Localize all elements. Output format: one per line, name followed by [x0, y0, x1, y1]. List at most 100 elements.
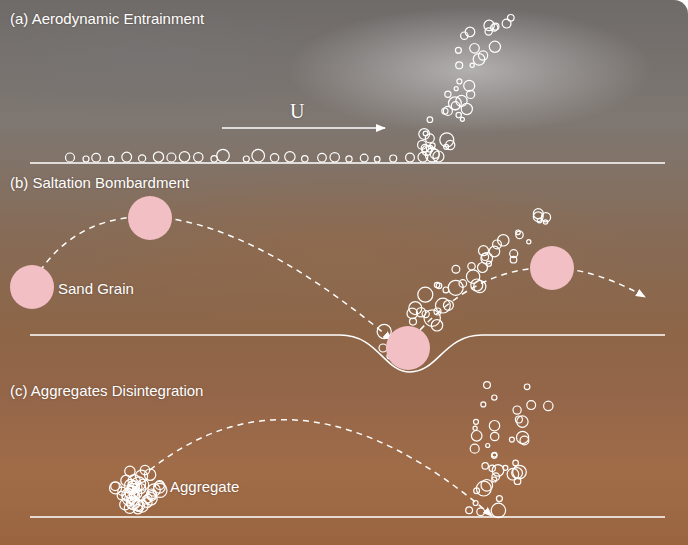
- dust-particle: [544, 401, 553, 410]
- dust-particle: [179, 152, 189, 162]
- aggregate-particle: [117, 492, 125, 500]
- dust-particle: [430, 143, 435, 148]
- dust-particle: [374, 156, 380, 162]
- dust-particle: [478, 263, 488, 273]
- dust-particle: [491, 503, 505, 517]
- dust-particle: [464, 80, 475, 91]
- dust-particle: [456, 112, 461, 117]
- dust-particle: [509, 437, 514, 442]
- dust-particle: [409, 302, 422, 315]
- dust-particle: [474, 419, 479, 424]
- dust-particle: [477, 508, 485, 516]
- dust-particle: [465, 27, 475, 37]
- dust-particle: [302, 156, 308, 162]
- dust-particle: [436, 298, 451, 313]
- dust-particle: [461, 32, 468, 39]
- dust-particle: [481, 402, 486, 407]
- dust-particle: [489, 41, 500, 52]
- dust-particle: [457, 79, 462, 84]
- dust-particle: [527, 401, 536, 410]
- dust-particle: [496, 496, 502, 502]
- dust-particle: [454, 87, 458, 91]
- dust-particle: [421, 144, 429, 152]
- dust-particle: [452, 265, 460, 273]
- dust-particle: [482, 463, 488, 469]
- dust-particle: [252, 149, 265, 162]
- aggregate-particle: [148, 484, 160, 496]
- dust-particle: [167, 153, 176, 162]
- dust-particle: [510, 256, 517, 263]
- dust-particle: [194, 153, 203, 162]
- dust-particle: [459, 280, 467, 288]
- dust-particle: [470, 444, 479, 453]
- dust-particle: [423, 131, 428, 136]
- sand-grains: [10, 196, 574, 370]
- dust-particle: [491, 432, 499, 440]
- dust-particle: [489, 465, 495, 471]
- dust-particle: [449, 97, 462, 110]
- dust-particle: [517, 416, 528, 427]
- aggregate-particle: [125, 466, 135, 476]
- dust-particle: [481, 480, 493, 492]
- dust-particle: [346, 156, 352, 162]
- dust-particle: [473, 426, 477, 430]
- dust-particle: [470, 44, 480, 54]
- dust-particle: [406, 153, 415, 162]
- part-label: Sand Grain: [58, 280, 134, 298]
- dust-particle: [492, 395, 497, 400]
- dust-particle: [489, 421, 499, 431]
- dust-particle: [533, 212, 543, 222]
- dust-particle: [427, 117, 433, 123]
- dust-particle: [474, 281, 486, 293]
- dust-particle: [493, 240, 502, 249]
- dust-particle: [377, 324, 391, 338]
- aggregate-particle: [132, 477, 146, 491]
- dust-particle: [424, 310, 440, 326]
- dust-particle: [508, 14, 515, 21]
- dust-particle: [66, 153, 75, 162]
- dust-particle: [419, 129, 430, 140]
- dust-particle: [330, 153, 339, 162]
- aggregate-particle: [127, 496, 140, 509]
- dust-particle: [507, 468, 519, 480]
- dust-particle: [243, 156, 249, 162]
- dust-particle: [466, 507, 473, 514]
- sand-grain: [386, 326, 430, 370]
- sand-grain: [128, 196, 172, 240]
- dust-particle: [442, 108, 448, 114]
- dust-particle: [456, 62, 463, 69]
- dust-particle: [443, 287, 449, 293]
- dust-particle: [484, 20, 494, 30]
- wind-arrow: [222, 127, 385, 129]
- ground-line: [30, 516, 665, 518]
- dust-particle: [470, 63, 474, 67]
- dust-particle: [482, 254, 489, 261]
- dust-particle: [527, 240, 531, 244]
- ground-line: [30, 162, 665, 164]
- dust-particle: [473, 501, 478, 506]
- dust-particle: [270, 154, 278, 162]
- dust-particle: [455, 47, 461, 53]
- dust-particle: [513, 460, 519, 466]
- dust-particle: [492, 453, 497, 458]
- dust-particle: [468, 263, 475, 270]
- dust-particle: [153, 152, 163, 162]
- dust-particle: [83, 156, 89, 162]
- sand-grain: [530, 246, 574, 290]
- wind-symbol: U: [290, 100, 304, 122]
- dust-particle: [430, 149, 439, 158]
- dust-particle: [436, 283, 442, 289]
- panel-heading: (b) Saltation Bombardment: [10, 174, 189, 192]
- dust-particle: [479, 51, 488, 60]
- dust-particle: [217, 149, 230, 162]
- dust-particle: [516, 230, 521, 235]
- dust-particle: [448, 280, 463, 295]
- panel-heading: (a) Aerodynamic Entrainment: [10, 10, 204, 28]
- dust-particle: [108, 156, 114, 162]
- dust-particle: [474, 488, 480, 494]
- dust-particle: [445, 91, 451, 97]
- dust-particle: [513, 465, 527, 479]
- trajectory: [150, 420, 492, 516]
- aggregate-particle: [135, 470, 147, 482]
